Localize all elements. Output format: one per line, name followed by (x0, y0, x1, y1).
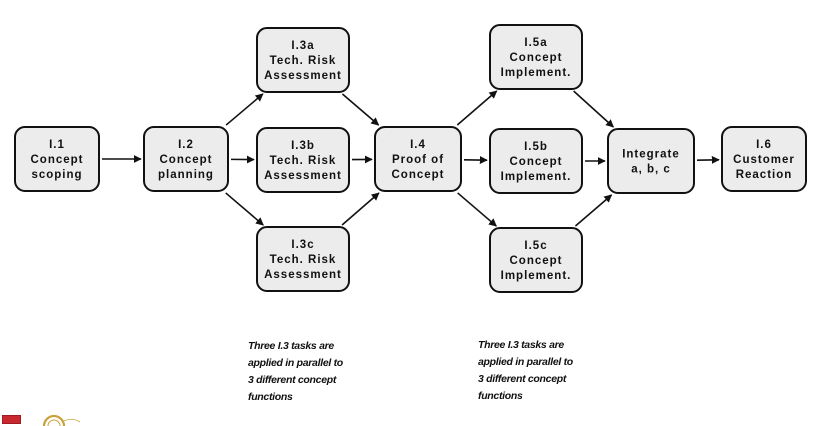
node-label-line: Tech. Risk (270, 254, 337, 266)
node-label-line: Concept (160, 154, 213, 166)
node-label-line: I.6 (756, 139, 772, 151)
note-right-line-3: 3 different concept (478, 373, 567, 385)
node-label-line: Assessment (264, 269, 342, 281)
edge-n-1-4-to-n-1-5c (457, 192, 497, 227)
edge-n-1-5c-to-n-integrate (574, 194, 613, 227)
node-box (374, 126, 462, 192)
node-box (256, 27, 350, 93)
node-label-line: I.1 (49, 139, 65, 151)
node-label-line: I.3b (291, 140, 315, 152)
edge-n-1-2-to-n-1-3a (225, 93, 264, 126)
node-label-line: Reaction (736, 169, 793, 181)
edge-n-1-3a-to-n-1-4 (341, 93, 380, 126)
edge-n-1-2-to-n-1-3c (225, 192, 264, 226)
node-label-line: Concept (392, 169, 445, 181)
node-label-line: scoping (31, 169, 82, 181)
node-box (489, 24, 583, 90)
node-label-line: Concept (510, 52, 563, 64)
node-label-line: I.5c (524, 240, 547, 252)
node-box (489, 227, 583, 293)
node-label-line: Assessment (264, 70, 342, 82)
node-label-line: I.4 (410, 139, 426, 151)
node-label-line: I.5b (524, 141, 548, 153)
note-right-line-1: Three I.3 tasks are (478, 339, 564, 351)
edges (102, 90, 720, 227)
node-label-line: Integrate (622, 149, 680, 161)
edge-n-1-4-to-n-1-5a (456, 90, 498, 126)
node-label-line: I.5a (524, 37, 547, 49)
node-box (143, 126, 229, 192)
note-right: Three I.3 tasks are applied in parallel … (478, 337, 588, 405)
node-box (256, 226, 350, 292)
node-label-line: planning (158, 169, 214, 181)
node-integrate: Integrate a, b, c (607, 128, 695, 194)
node-label-line: I.3a (291, 40, 314, 52)
node-label-line: Tech. Risk (270, 155, 337, 167)
node-label-line: Customer (733, 154, 795, 166)
red-logo (2, 415, 21, 424)
note-right-line-2: applied in parallel to (478, 356, 573, 368)
edge-n-1-3c-to-n-1-4 (341, 192, 380, 226)
nodes: I.1ConceptscopingI.2ConceptplanningI.3aT… (14, 24, 807, 293)
node-label-line: Tech. Risk (270, 55, 337, 67)
node-box (256, 127, 350, 193)
edge-n-1-5a-to-n-integrate (573, 90, 614, 128)
node-label-line: Proof of (392, 154, 444, 166)
node-label-line: a, b, c (631, 164, 671, 176)
note-left-line-4: functions (248, 391, 293, 403)
note-left: Three I.3 tasks are applied in parallel … (248, 338, 358, 406)
node-label-line: Implement. (501, 270, 572, 282)
node-box (607, 128, 695, 194)
node-label-line: I.3c (291, 239, 314, 251)
seal-logo (42, 414, 81, 426)
note-right-line-4: functions (478, 390, 523, 402)
node-label-line: Concept (31, 154, 84, 166)
node-label-line: Implement. (501, 67, 572, 79)
note-left-line-1: Three I.3 tasks are (248, 340, 334, 352)
node-label-line: Implement. (501, 171, 572, 183)
node-label-line: Concept (510, 255, 563, 267)
node-box (14, 126, 100, 192)
node-label-line: Assessment (264, 170, 342, 182)
node-box (489, 128, 583, 194)
note-left-line-3: 3 different concept (248, 374, 337, 386)
node-label-line: I.2 (178, 139, 194, 151)
note-left-line-2: applied in parallel to (248, 357, 343, 369)
node-box (721, 126, 807, 192)
node-label-line: Concept (510, 156, 563, 168)
